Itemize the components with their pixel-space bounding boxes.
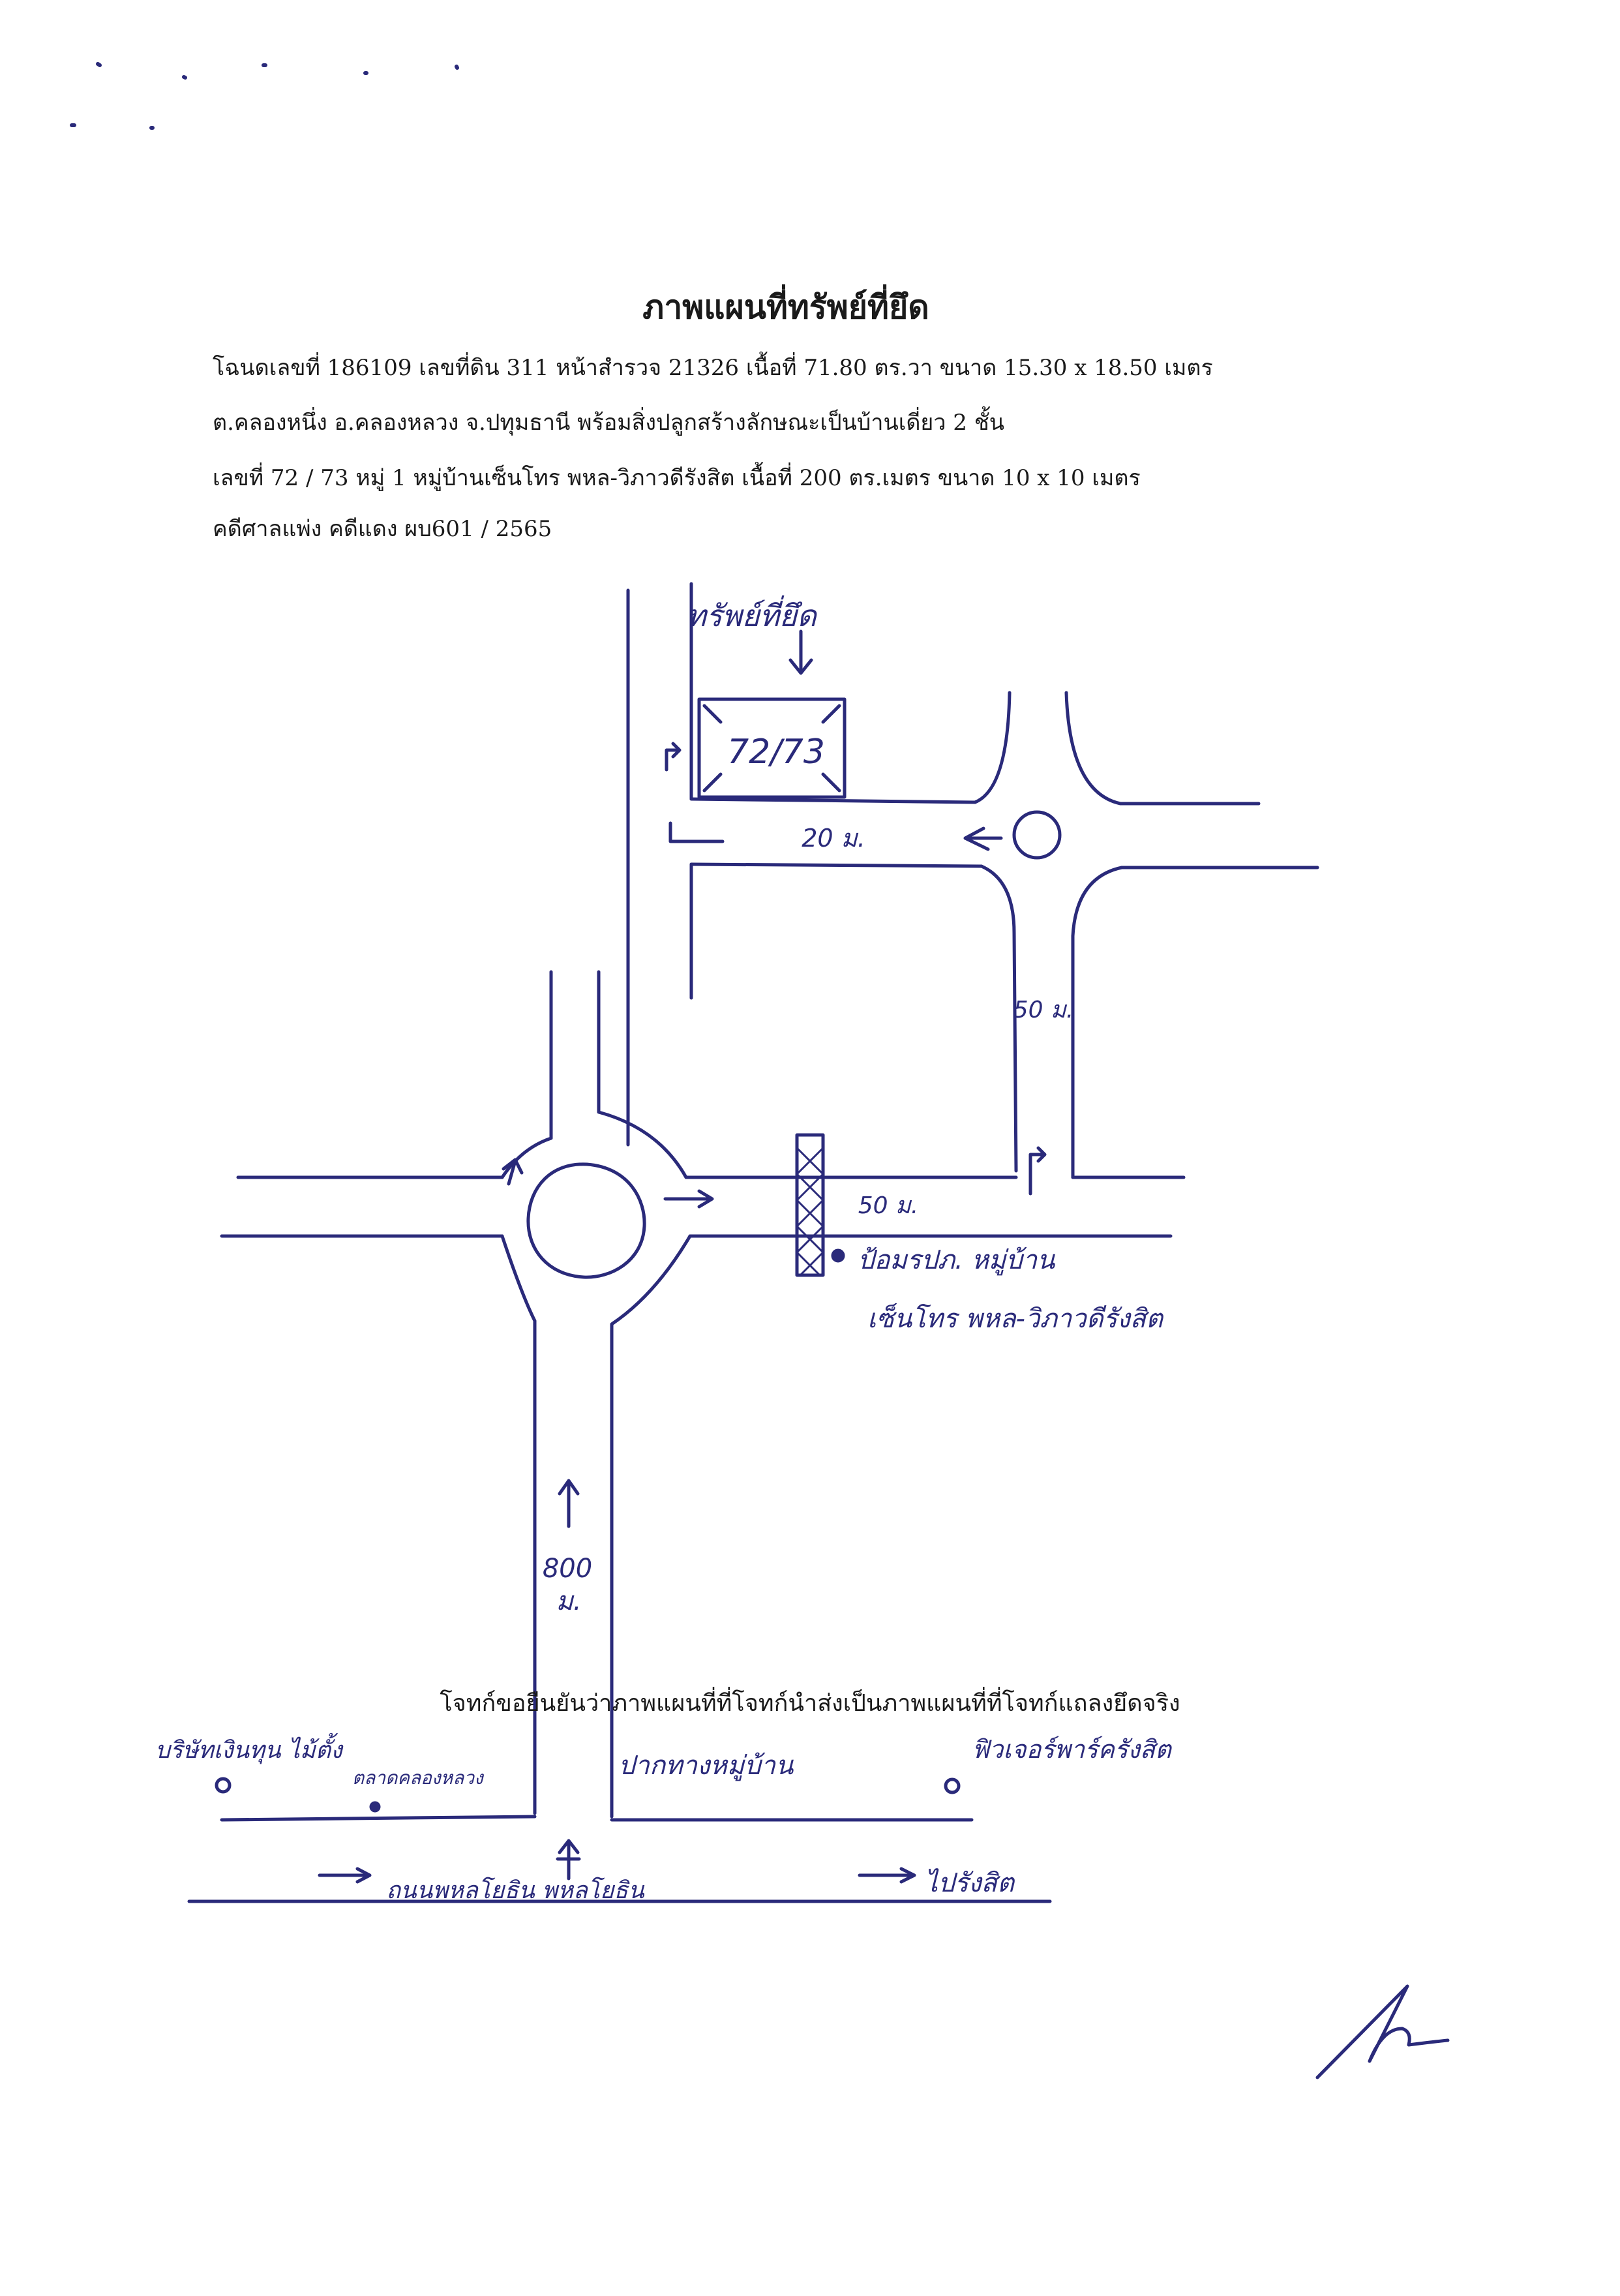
left-landmark-label: บริษัทเงินทุน ไม้ตั้ง: [155, 1732, 344, 1764]
landmark-dot: [369, 1801, 381, 1813]
case-number-line: คดีศาลแพ่ง คดีแดง ผบ601 / 2565: [213, 516, 552, 542]
landmark-dot: [944, 1777, 961, 1794]
upper-roundabout: [1012, 810, 1062, 860]
dist-800m-unit: ม.: [556, 1586, 581, 1616]
deed-info-line: โฉนดเลขที่ 186109 เลขที่ดิน 311 หน้าสำรว…: [213, 355, 1213, 381]
up-arrow-icon: [558, 1479, 580, 1528]
gate-label-line2: เซ็นโทร พหล-วิภาวดีรังสิต: [867, 1303, 1164, 1334]
house-number-label: 72/73: [727, 733, 825, 772]
turn-arrow-icon: [963, 826, 1003, 851]
plot-corner-mark: [702, 704, 841, 793]
gate-hatch: [796, 1147, 824, 1276]
property-marker-label: ทรัพย์ที่ยึด: [686, 595, 818, 633]
scan-specks: [70, 62, 459, 130]
to-rangsit-label: ไปรังสิต: [925, 1868, 1015, 1898]
up-arrow-icon: [556, 1839, 581, 1881]
gate-label-line1: ป้อมรปภ. หมู่บ้าน: [858, 1245, 1056, 1276]
document-title: ภาพแผนที่ทรัพย์ที่ยึด: [642, 288, 929, 326]
road-edge: [1064, 691, 1261, 806]
road-edge: [500, 1234, 537, 1815]
left-arrow-icon: [668, 821, 725, 843]
road-edge: [220, 1815, 537, 1822]
road-edge: [1071, 866, 1319, 938]
main-road-label: ถนนพหลโยธิน พหลโยธิน: [386, 1877, 645, 1904]
location-line: ต.คลองหนึ่ง อ.คลองหลวง จ.ปทุมธานี พร้อมส…: [213, 410, 1005, 436]
property-plot: [697, 697, 847, 799]
up-arrow-icon: [502, 1158, 524, 1186]
road-edge: [610, 1234, 692, 1819]
right-arrow-icon: [318, 1867, 372, 1884]
down-arrow-icon: [788, 629, 813, 675]
road-edge: [973, 691, 1012, 804]
road-edge: [597, 970, 688, 1179]
signature: [1315, 1984, 1450, 2079]
road-edge: [689, 797, 977, 804]
gate-dot: [831, 1248, 845, 1263]
lower-roundabout: [526, 1162, 646, 1279]
turn-arrow-icon: [665, 742, 682, 772]
up-arrow-icon: [1028, 1146, 1047, 1196]
gate-barrier: [795, 1133, 825, 1277]
dist-50m-horizontal-label: 50 ม.: [858, 1192, 918, 1219]
dist-50m-vertical-label: 50 ม.: [1013, 997, 1073, 1023]
road-edge: [980, 864, 1018, 1173]
road-edge: [689, 862, 983, 868]
confirmation-statement: โจทก์ขอยืนยันว่าภาพแผนที่ที่โจทก์นำส่งเป…: [440, 1690, 1180, 1717]
dist-20m-label: 20 ม.: [802, 824, 865, 853]
house-info-line: เลขที่ 72 / 73 หมู่ 1 หมู่บ้านเซ็นโทร พห…: [213, 465, 1141, 491]
dist-800m-label: 800: [543, 1554, 592, 1584]
landmark-dot: [215, 1777, 232, 1794]
right-arrow-icon: [663, 1189, 714, 1209]
village-entrance-label: ปากทางหมู่บ้าน: [618, 1751, 794, 1781]
right-arrow-icon: [858, 1867, 916, 1884]
right-landmark-label: ฟิวเจอร์พาร์ครังสิต: [972, 1735, 1173, 1764]
road-edge: [500, 970, 553, 1179]
market-landmark-label: ตลาดคลองหลวง: [352, 1767, 485, 1789]
